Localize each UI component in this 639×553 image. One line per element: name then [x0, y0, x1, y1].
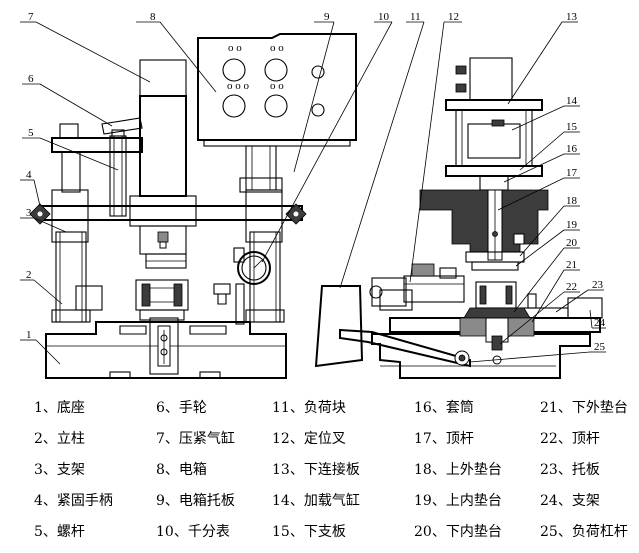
parts-legend: 1、底座 6、手轮 11、负荷块 16、套筒 21、下外垫台 2、立柱 7、压紧…	[0, 393, 639, 553]
push-rod-lower	[491, 335, 503, 351]
legend-item: 8、电箱	[156, 462, 207, 478]
callout-5: 5	[28, 127, 34, 139]
callout-21: 21	[566, 259, 577, 271]
callout-9: 9	[324, 11, 330, 23]
callout-17: 17	[566, 167, 578, 179]
press-cylinder-top	[139, 59, 187, 97]
callout-lines	[20, 21, 606, 365]
load-block	[314, 285, 364, 368]
left-front-view: o o o o o o o o o	[29, 33, 357, 379]
upper-inner-pad	[471, 261, 519, 271]
box-label: o o o	[227, 80, 250, 92]
callout-3: 3	[26, 207, 32, 219]
legend-item: 6、手轮	[156, 400, 207, 416]
legend-item: 11、负荷块	[272, 400, 346, 416]
legend-item: 22、顶杆	[540, 431, 600, 447]
callout-8: 8	[150, 11, 156, 23]
locating-fork	[371, 277, 407, 307]
sleeve	[479, 175, 509, 191]
electric-box	[197, 33, 357, 141]
bracket-24	[567, 297, 603, 319]
legend-item: 25、负荷杠杆	[540, 524, 628, 540]
support-left	[51, 189, 89, 243]
lower-inner-pad	[463, 307, 531, 319]
box-support-plate	[245, 145, 277, 191]
legend-item: 10、千分表	[156, 524, 230, 540]
callout-14: 14	[566, 95, 578, 107]
support-crossbar	[39, 205, 303, 221]
lower-connecting-plate	[445, 99, 543, 111]
drawing-svg: o o o o o o o o o	[20, 11, 606, 379]
legend-item: 1、底座	[34, 400, 85, 416]
housing	[419, 189, 549, 253]
press-cylinder	[139, 95, 187, 197]
callout-13: 13	[566, 11, 578, 23]
callout-25: 25	[594, 341, 606, 353]
legend-item: 9、电箱托板	[156, 493, 235, 509]
callout-7: 7	[28, 11, 34, 23]
apparatus-drawing: o o o o o o o o o	[20, 11, 606, 379]
legend-item: 7、压紧气缸	[156, 431, 235, 447]
legend-item: 14、加载气缸	[272, 493, 360, 509]
legend-item: 21、下外垫台	[540, 400, 628, 416]
legend-item: 23、托板	[540, 462, 600, 478]
callout-23: 23	[592, 279, 604, 291]
top-cylinder-cap	[469, 57, 513, 101]
callout-numbers: 7 8 9 10 11 12 13 6 5 4 3 2 1 14 15 16 1…	[26, 11, 606, 353]
callout-19: 19	[566, 219, 578, 231]
knob-icon	[222, 94, 246, 118]
legend-item: 18、上外垫台	[414, 462, 502, 478]
legend-item: 19、上内垫台	[414, 493, 502, 509]
legend-item: 5、螺杆	[34, 524, 85, 540]
legend-item: 24、支架	[540, 493, 600, 509]
legend-item: 16、套筒	[414, 400, 474, 416]
box-label: o o	[228, 42, 242, 54]
callout-18: 18	[566, 195, 578, 207]
screw-rod	[109, 135, 127, 217]
lower-bracket	[149, 317, 179, 375]
callout-10: 10	[378, 11, 390, 23]
callout-24: 24	[594, 317, 606, 329]
support-right	[245, 189, 283, 243]
legend-item: 3、支架	[34, 462, 85, 478]
callout-22: 22	[566, 281, 577, 293]
callout-15: 15	[566, 121, 578, 133]
knob-icon	[264, 58, 288, 82]
column-left	[55, 231, 87, 323]
legend-item: 20、下内垫台	[414, 524, 502, 540]
legend-item: 4、紧固手柄	[34, 493, 113, 509]
legend-item: 12、定位叉	[272, 431, 346, 447]
callout-6: 6	[28, 73, 34, 85]
top-bar	[51, 137, 143, 153]
button-icon	[311, 103, 325, 117]
callout-20: 20	[566, 237, 578, 249]
column-right	[249, 231, 281, 323]
callout-16: 16	[566, 143, 578, 155]
knob-icon	[264, 94, 288, 118]
box-label: o o	[270, 42, 284, 54]
callout-2: 2	[26, 269, 32, 281]
legend-item: 15、下支板	[272, 524, 346, 540]
callout-1: 1	[26, 329, 32, 341]
button-icon	[311, 65, 325, 79]
callout-12: 12	[448, 11, 459, 23]
right-section-view	[314, 57, 603, 379]
callout-4: 4	[26, 169, 32, 181]
callout-11: 11	[410, 11, 421, 23]
box-label: o o	[270, 80, 284, 92]
legend-item: 13、下连接板	[272, 462, 360, 478]
legend-item: 17、顶杆	[414, 431, 474, 447]
dial-gauge	[237, 251, 271, 285]
handwheel	[101, 117, 143, 135]
knob-icon	[222, 58, 246, 82]
legend-item: 2、立柱	[34, 431, 85, 447]
